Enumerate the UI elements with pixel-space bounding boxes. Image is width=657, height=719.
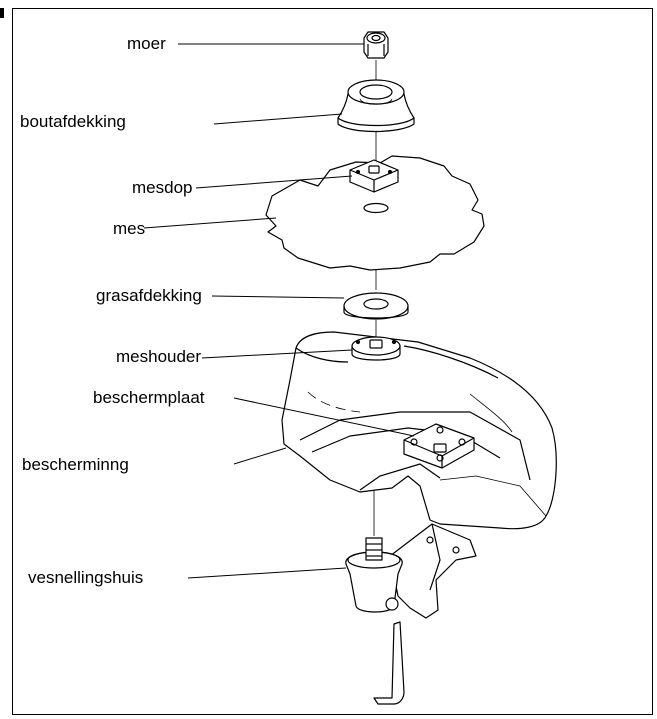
label-boutafdekking: boutafdekking <box>20 112 126 131</box>
label-grasafdekking: grasafdekking <box>96 286 202 305</box>
guard-plate-part <box>403 423 475 469</box>
label-mesdop: mesdop <box>132 178 193 197</box>
guard-part <box>281 331 557 530</box>
nut-part <box>363 31 389 59</box>
grass-cover-part <box>343 292 409 320</box>
leader-lines <box>143 43 415 579</box>
label-bescherming: bescherminng <box>22 455 129 474</box>
label-mes: mes <box>113 219 146 238</box>
gearbox-part <box>345 523 477 619</box>
blade-holder-part <box>351 336 401 361</box>
label-moer: moer <box>127 34 166 53</box>
blade-part <box>265 155 485 271</box>
blade-cap-part <box>349 159 399 193</box>
hex-key-part <box>373 621 405 705</box>
label-beschermplaat: beschermplaat <box>93 388 205 407</box>
label-meshouder: meshouder <box>116 347 202 366</box>
label-versnellingshuis: vesnellingshuis <box>28 568 144 587</box>
bolt-cover-part <box>337 79 415 133</box>
corner-mark <box>0 8 4 18</box>
